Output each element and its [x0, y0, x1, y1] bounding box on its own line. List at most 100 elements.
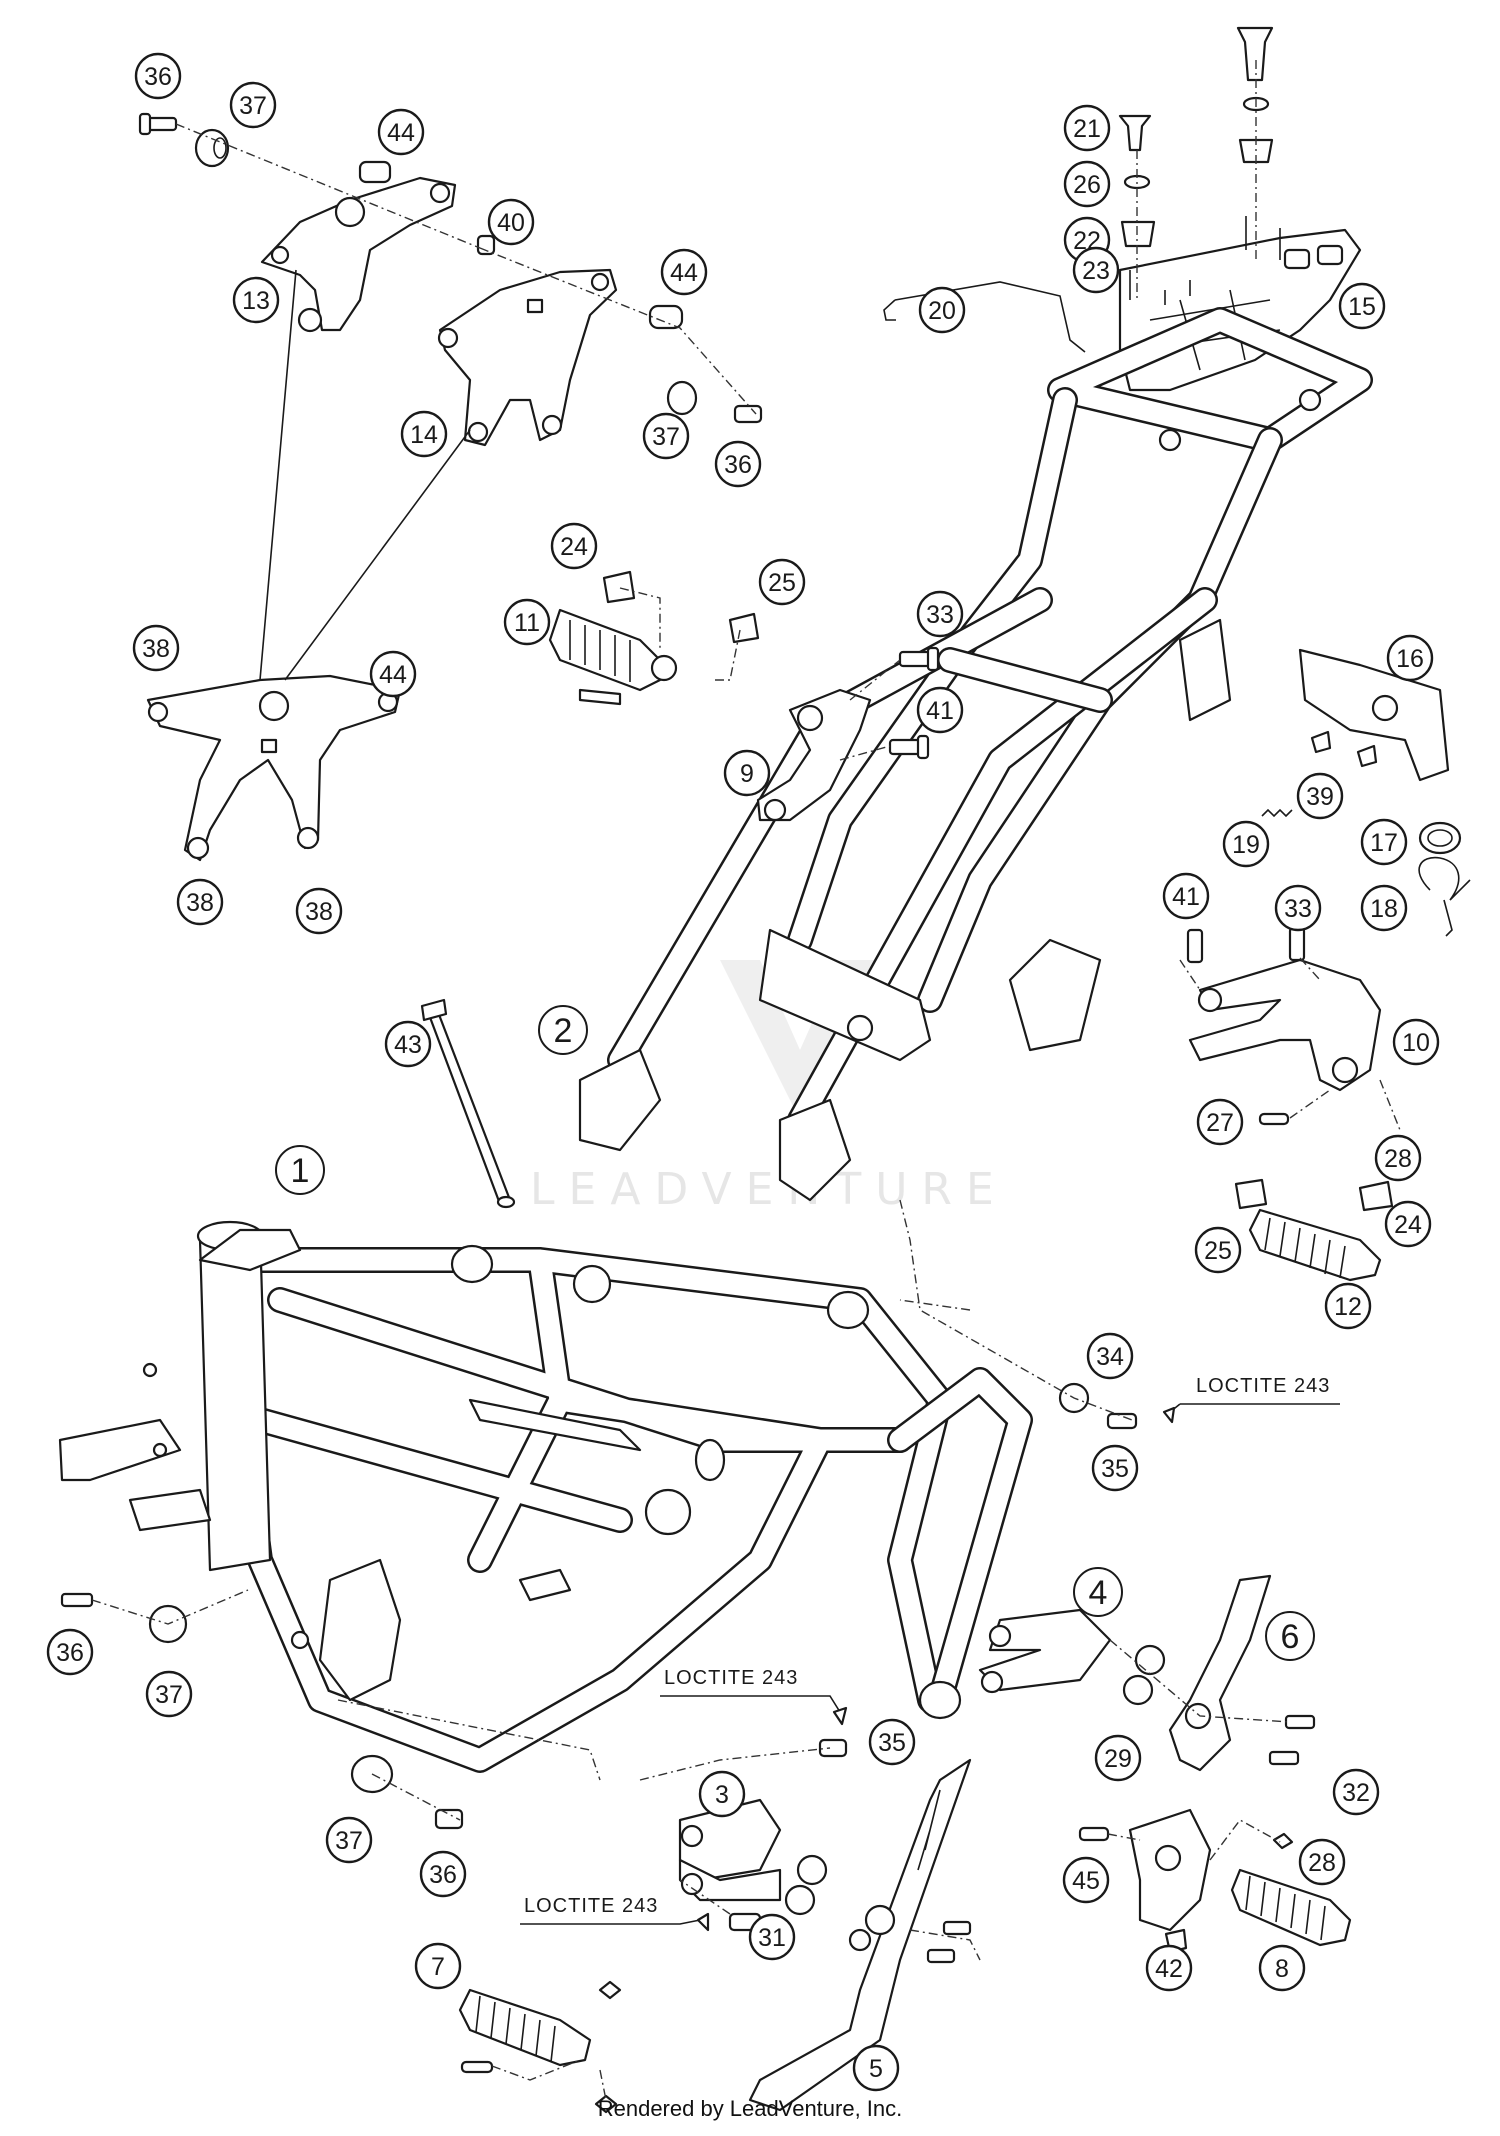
callout-29: 29 [1094, 1734, 1142, 1782]
callout-16: 16 [1386, 634, 1434, 682]
callout-number: 5 [869, 2055, 883, 2083]
callout-8: 8 [1258, 1944, 1306, 1992]
plain-label-layer: 1 2 4 6 [275, 1005, 1315, 1661]
part-12-footpeg [1248, 1208, 1382, 1282]
callout-number: 31 [758, 1924, 786, 1952]
callout-number: 16 [1396, 645, 1424, 673]
callout-number: 25 [1204, 1237, 1232, 1265]
callout-19: 19 [1222, 820, 1270, 868]
callout-number: 11 [514, 609, 540, 637]
callout-circle [1384, 1200, 1432, 1248]
callout-number: 17 [1370, 829, 1398, 857]
callout-number: 9 [740, 760, 754, 788]
callout-circle [1360, 884, 1408, 932]
callout-number: 43 [394, 1031, 422, 1059]
callout-number: 23 [1082, 257, 1110, 285]
callout-circle [1162, 872, 1210, 920]
callout-circle [1258, 1944, 1306, 1992]
callout-41b: 41 [1162, 872, 1210, 920]
callout-38b: 38 [176, 878, 224, 926]
part-41-bolt-right [1186, 928, 1204, 964]
callout-circle [1386, 634, 1434, 682]
loctite-note-1: LOCTITE 243 [1162, 1375, 1340, 1424]
callout-circle [414, 1942, 462, 1990]
part-17-ring [1418, 821, 1462, 855]
part-3-bracket [678, 1798, 782, 1902]
part-label-circle [1073, 1567, 1123, 1617]
part-7-footpeg [458, 1980, 622, 2114]
part-label-number: 4 [1089, 1574, 1108, 1612]
callout-circle [1094, 1734, 1142, 1782]
callout-circle [1274, 884, 1322, 932]
callout-7: 7 [414, 1942, 462, 1990]
callout-24b: 24 [1384, 1200, 1432, 1248]
callout-number: 44 [387, 119, 415, 147]
callout-number: 15 [1348, 293, 1376, 321]
part-25-plate-top [728, 612, 760, 644]
callout-32: 32 [1332, 1768, 1380, 1816]
loctite-label-3: LOCTITE 243 [524, 1895, 658, 1917]
callout-17: 17 [1360, 818, 1408, 866]
part-33-bolt-top [898, 646, 940, 672]
callout-circle [1332, 1768, 1380, 1816]
callout-36c: 36 [46, 1628, 94, 1676]
part-27-pin [1258, 1112, 1290, 1126]
callout-18: 18 [1360, 884, 1408, 932]
callout-circle [660, 248, 708, 296]
part-label-2: 2 [538, 1005, 588, 1055]
callout-25a: 25 [758, 558, 806, 606]
callout-number: 24 [560, 533, 588, 561]
callout-5: 5 [852, 2044, 900, 2092]
callout-number: 35 [1101, 1455, 1129, 1483]
part-35-bolt-center [818, 1738, 848, 1758]
callout-44a: 44 [377, 108, 425, 156]
callout-number: 36 [724, 451, 752, 479]
callout-number: 21 [1073, 115, 1101, 143]
part-19-spring [1261, 808, 1293, 818]
part-label-4: 4 [1073, 1567, 1123, 1617]
callout-circle [1062, 1856, 1110, 1904]
callout-42: 42 [1145, 1944, 1193, 1992]
callout-21: 21 [1063, 104, 1111, 152]
callout-37d: 37 [325, 1816, 373, 1864]
callout-circle [1086, 1332, 1134, 1380]
callout-number: 32 [1342, 1779, 1370, 1807]
callout-circle [1222, 820, 1270, 868]
part-label-number: 2 [554, 1012, 573, 1050]
callout-number: 38 [186, 889, 214, 917]
callout-circle [325, 1816, 373, 1864]
callout-number: 36 [429, 1861, 457, 1889]
part-label-number: 6 [1281, 1618, 1300, 1656]
callout-circle [748, 1913, 796, 1961]
part-11-footpeg [548, 608, 678, 706]
callout-circle [1374, 1134, 1422, 1182]
callout-15: 15 [1338, 282, 1386, 330]
callout-number: 41 [1172, 883, 1200, 911]
part-35-bolt-right [1106, 1412, 1138, 1430]
part-label-circle [275, 1145, 325, 1195]
callout-33b: 33 [1274, 884, 1322, 932]
callout-36a: 36 [134, 52, 182, 100]
callout-circle [1091, 1444, 1139, 1492]
part-label-number: 1 [291, 1152, 310, 1190]
callout-circle [132, 624, 180, 672]
callout-28b: 28 [1298, 1838, 1346, 1886]
callout-38a: 38 [132, 624, 180, 672]
callout-number: 18 [1370, 895, 1398, 923]
callout-number: 37 [239, 92, 267, 120]
loctite-label-2: LOCTITE 243 [664, 1667, 798, 1689]
loctite-label-1: LOCTITE 243 [1196, 1375, 1330, 1397]
part-1-mainframe [58, 1220, 1033, 1773]
callout-circle [377, 108, 425, 156]
callout-number: 40 [497, 209, 525, 237]
part-9-bracket [756, 688, 872, 822]
callout-36b: 36 [714, 440, 762, 488]
callout-circle [916, 590, 964, 638]
part-14-bracket [437, 268, 618, 447]
part-13-bracket [260, 176, 457, 333]
callout-number: 20 [928, 297, 956, 325]
part-36-bolt-left [60, 1592, 94, 1608]
callout-number: 3 [715, 1781, 729, 1809]
part-4-bracket [978, 1608, 1112, 1694]
callout-35a: 35 [1091, 1444, 1139, 1492]
